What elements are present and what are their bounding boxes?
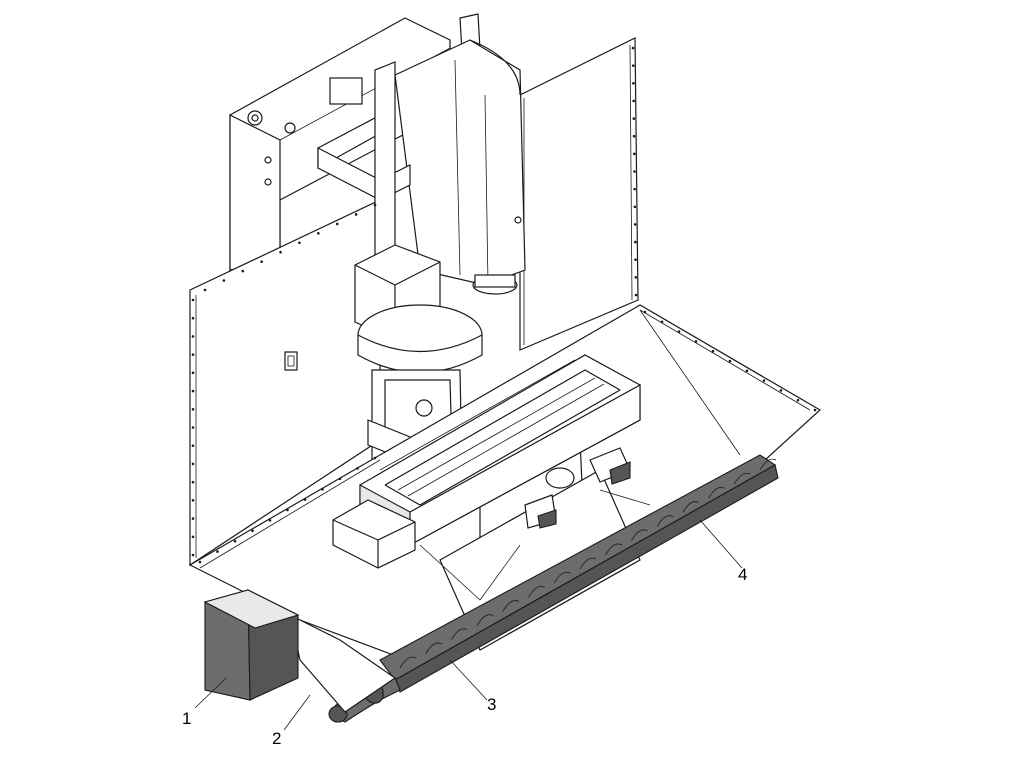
auger-flight (476, 614, 494, 626)
motor-assembly (354, 244, 483, 374)
bolt-dot (191, 535, 195, 539)
spindle-head (317, 13, 526, 295)
auger-flights (399, 458, 777, 669)
bolt-dot (694, 340, 698, 343)
bolt-dot (634, 293, 638, 297)
bolt-dot (634, 276, 638, 279)
bolt-dot (268, 519, 272, 522)
auger-flight (708, 487, 725, 499)
auger-flight (759, 458, 777, 471)
chip-hopper (203, 589, 300, 701)
bolt-dot (222, 279, 226, 282)
bolt-dot (745, 369, 749, 373)
leader-lines (194, 309, 743, 731)
bolt-dot (356, 467, 359, 470)
bolt-dot (303, 498, 307, 501)
bolt-dot (260, 260, 263, 263)
bolt-dot (633, 205, 637, 209)
bolt-dot (203, 288, 207, 292)
bolt-dot (251, 529, 254, 533)
bolt-dot (233, 539, 237, 543)
bolt-dot (335, 222, 339, 226)
bolt-dot (321, 487, 324, 491)
bolt-dot (191, 407, 195, 411)
bolt-dot (191, 480, 195, 484)
bolt-dot (762, 379, 766, 382)
bolt-dot (279, 250, 282, 254)
bolt-dot (634, 240, 637, 244)
auger-flight (425, 642, 442, 655)
bolt-dot (286, 508, 289, 512)
bolt-dot (633, 170, 636, 173)
bolt-dot (191, 316, 195, 320)
bolt-dot (373, 203, 377, 207)
callout-4: 4 (738, 565, 747, 584)
bolt-dot (728, 359, 732, 363)
bolt-dot (191, 353, 195, 356)
bolt-dot (632, 81, 635, 85)
bolt-dot (354, 213, 358, 216)
bolt-dot (632, 134, 636, 138)
callout-1: 1 (182, 709, 191, 728)
bolt-dot (216, 550, 219, 553)
bolt-dot (191, 371, 195, 375)
auger-flight (553, 571, 571, 584)
bolt-dot (191, 335, 195, 338)
bolt-dot (191, 517, 195, 520)
auger-flight (579, 557, 597, 570)
bolt-dot (643, 310, 647, 314)
bolt-dot (660, 320, 664, 324)
bolt-dot (632, 99, 635, 103)
back-right-panel (519, 37, 639, 351)
bolt-dot (198, 560, 202, 564)
auger-flight (605, 543, 622, 556)
auger-flight (631, 529, 648, 541)
bolt-dot (191, 499, 195, 502)
auger-flight (682, 501, 700, 513)
bolt-dot (796, 398, 800, 402)
bolt-dot (631, 64, 635, 67)
bolt-dot (813, 408, 817, 412)
bolt-dot (711, 349, 715, 353)
bolt-dot (191, 553, 195, 557)
bolt-dot (633, 187, 637, 191)
auger-flight (502, 600, 520, 612)
callout-2: 2 (272, 729, 281, 748)
bolt-dot (373, 456, 377, 460)
callouts: 1 2 3 4 (182, 565, 747, 748)
bolt-dot (632, 117, 636, 120)
bolt-dot (634, 258, 637, 262)
auger-flight (528, 586, 545, 598)
auger-conveyor (379, 454, 779, 693)
auger-flight (733, 472, 751, 485)
callout-3: 3 (487, 695, 496, 714)
bolt-dot (779, 389, 783, 392)
bolt-dot (677, 330, 681, 333)
worktable (332, 354, 641, 651)
bolt-dot (298, 241, 301, 245)
bolt-dot (241, 269, 245, 273)
auger-flight (399, 656, 417, 669)
bolt-dot (191, 462, 195, 466)
bolt-dot (191, 444, 195, 448)
bolt-dot (632, 152, 636, 156)
panel-bolts (191, 46, 817, 564)
auger-flight (656, 515, 674, 527)
bolt-dot (191, 389, 195, 393)
bolt-dot (633, 223, 637, 226)
bolt-dot (631, 46, 635, 50)
bolt-dot (317, 232, 320, 235)
bolt-dot (191, 298, 195, 302)
bolt-dot (191, 426, 195, 429)
auger-flight (451, 628, 468, 640)
bolt-dot (338, 477, 342, 481)
